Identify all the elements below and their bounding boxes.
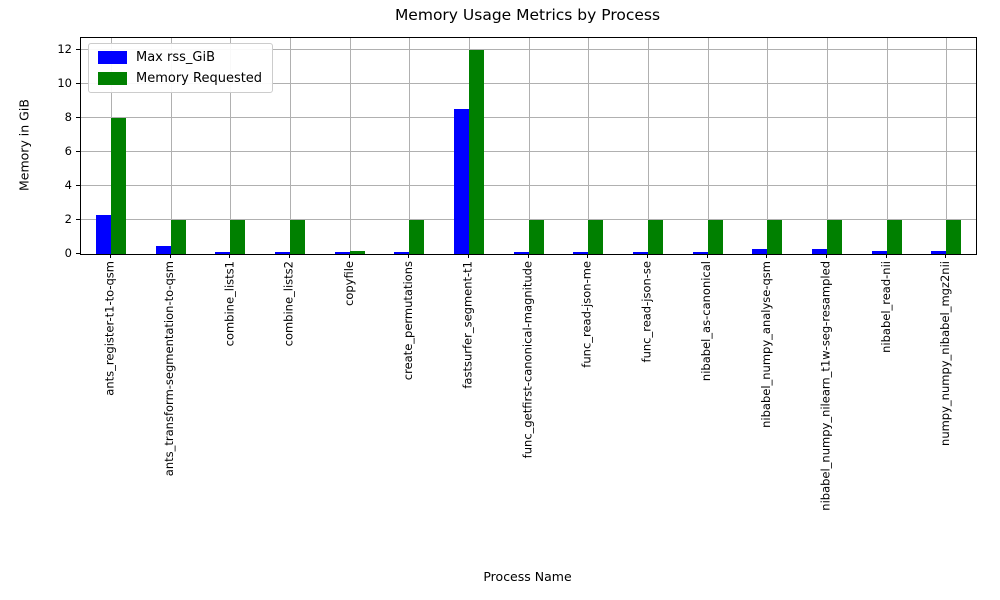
x-tick — [288, 254, 290, 258]
legend-label: Max rss_GiB — [136, 50, 216, 65]
bar-memory-requested — [170, 219, 186, 254]
x-tick-label: func_read-json-me — [580, 261, 595, 368]
y-tick-label: 10 — [57, 75, 72, 90]
bar-memory-requested — [409, 219, 425, 254]
x-tick-label: create_permutations — [401, 261, 416, 381]
x-axis-label: Process Name — [483, 569, 572, 584]
x-tick-label: ants_transform-segmentation-to-qsm — [162, 261, 177, 477]
y-axis-label: Memory in GiB — [16, 99, 32, 191]
x-tick — [527, 254, 529, 258]
plot-area — [80, 37, 977, 255]
x-tick — [109, 254, 111, 258]
x-tick — [825, 254, 827, 258]
y-tick — [76, 184, 80, 186]
legend-item: Max rss_GiB — [98, 50, 262, 65]
x-tick — [646, 254, 648, 258]
x-tick — [885, 254, 887, 258]
gridline-vertical — [289, 38, 291, 254]
x-tick-label: numpy_numpy_nibabel_mgz2nii — [938, 261, 953, 446]
legend-label: Memory Requested — [136, 71, 263, 86]
x-tick — [169, 254, 171, 258]
x-tick — [229, 254, 231, 258]
y-tick — [76, 218, 80, 220]
x-tick — [408, 254, 410, 258]
x-tick-label: nibabel_numpy_nilearn_t1w-seg-resampled — [818, 261, 833, 511]
x-tick-label: ants_register-t1-to-qsm — [102, 261, 117, 396]
gridline-vertical — [588, 38, 590, 254]
bar-memory-requested — [647, 219, 663, 254]
bar-max-rss-gib — [334, 252, 350, 254]
bar-max-rss-gib — [394, 251, 410, 254]
bar-memory-requested — [289, 219, 305, 254]
y-tick-label: 0 — [64, 246, 72, 260]
x-tick — [706, 254, 708, 258]
y-tick — [76, 253, 80, 254]
y-tick-label: 8 — [64, 109, 72, 124]
bar-max-rss-gib — [871, 251, 887, 254]
gridline-vertical — [230, 38, 232, 254]
bar-memory-requested — [349, 250, 365, 254]
bar-max-rss-gib — [811, 249, 827, 254]
chart-title: Memory Usage Metrics by Process — [394, 6, 661, 24]
gridline-vertical — [528, 38, 530, 254]
bar-max-rss-gib — [155, 245, 171, 254]
legend: Max rss_GiB Memory Requested — [88, 43, 274, 93]
gridline-vertical — [707, 38, 709, 254]
bar-max-rss-gib — [931, 250, 947, 254]
gridline-vertical — [767, 38, 769, 254]
x-tick-label: fastsurfer_segment-t1 — [460, 261, 475, 389]
x-tick-label: func_getfirst-canonical-magnitude — [520, 261, 535, 459]
x-tick-label: nibabel_numpy_analyse-qsm — [759, 261, 774, 428]
bar-memory-requested — [826, 219, 842, 254]
bar-memory-requested — [588, 219, 604, 254]
x-tick — [945, 254, 947, 258]
x-tick-label: combine_lists1 — [222, 261, 237, 347]
gridline-vertical — [647, 38, 649, 254]
x-tick-label: combine_lists2 — [281, 261, 296, 347]
gridline-vertical — [349, 38, 351, 254]
y-tick-label: 2 — [64, 211, 72, 226]
legend-swatch — [98, 72, 127, 85]
bar-memory-requested — [230, 219, 246, 254]
legend-item: Memory Requested — [98, 71, 262, 86]
bar-memory-requested — [886, 219, 902, 254]
bar-max-rss-gib — [95, 214, 111, 254]
bar-max-rss-gib — [513, 251, 529, 254]
x-tick — [467, 254, 469, 258]
bar-max-rss-gib — [453, 109, 469, 254]
x-tick-label: func_read-json-se — [639, 261, 654, 363]
bar-memory-requested — [946, 219, 962, 254]
legend-swatch — [98, 51, 127, 64]
bar-memory-requested — [767, 219, 783, 254]
gridline-vertical — [409, 38, 411, 254]
x-tick-label: copyfile — [341, 261, 356, 306]
gridline-vertical — [886, 38, 888, 254]
bar-memory-requested — [528, 219, 544, 254]
bar-memory-requested — [707, 219, 723, 254]
bar-max-rss-gib — [274, 251, 290, 254]
bar-max-rss-gib — [632, 252, 648, 254]
y-tick-label: 12 — [57, 41, 72, 56]
y-tick-label: 4 — [64, 177, 72, 192]
x-tick-label: nibabel_read-nii — [878, 261, 893, 353]
x-tick — [766, 254, 768, 258]
y-tick — [76, 150, 80, 152]
gridline-vertical — [826, 38, 828, 254]
y-tick — [76, 116, 80, 118]
bar-max-rss-gib — [573, 252, 589, 254]
bar-max-rss-gib — [215, 251, 231, 254]
y-tick — [76, 82, 80, 84]
bar-memory-requested — [110, 117, 126, 254]
gridline-vertical — [170, 38, 172, 254]
bar-max-rss-gib — [692, 251, 708, 254]
y-tick — [76, 48, 80, 50]
bar-max-rss-gib — [752, 248, 768, 254]
x-tick — [587, 254, 589, 258]
y-tick-label: 6 — [64, 143, 72, 158]
bar-memory-requested — [468, 49, 484, 254]
gridline-vertical — [946, 38, 948, 254]
x-tick — [348, 254, 350, 258]
x-tick-label: nibabel_as-canonical — [699, 261, 714, 382]
